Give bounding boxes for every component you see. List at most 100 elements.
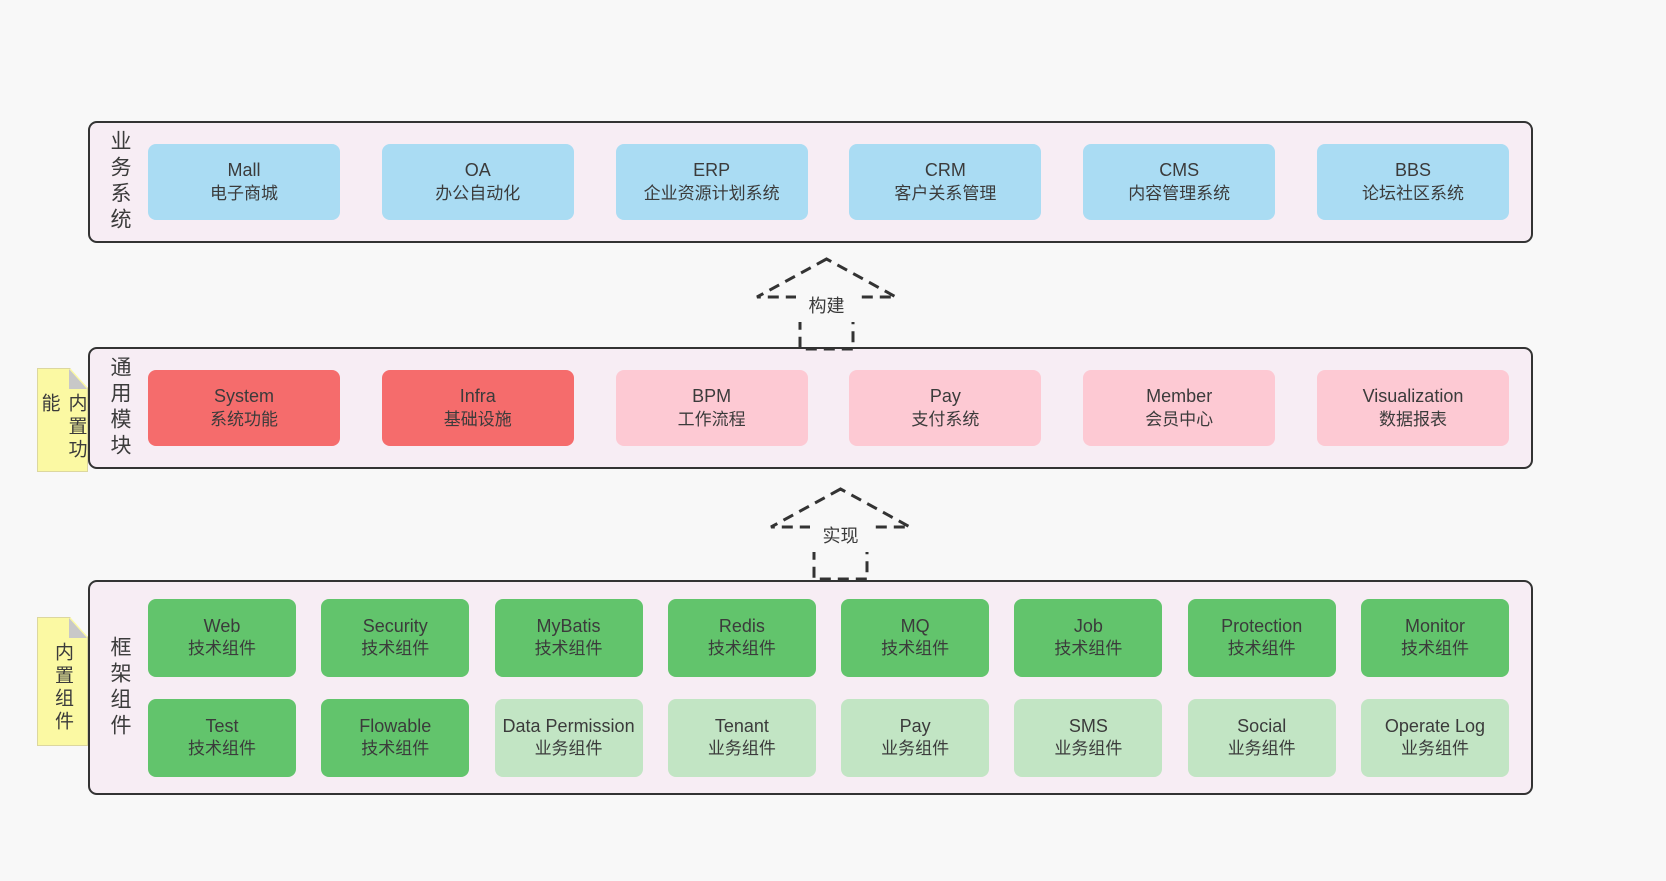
sticky-note-built-in-features: 内置功能 xyxy=(37,368,88,472)
box-subtitle: 技术组件 xyxy=(188,739,256,759)
arrow-label: 构建 xyxy=(809,296,845,316)
folded-corner xyxy=(69,369,87,389)
box-title: BPM xyxy=(692,386,732,407)
box-sms: SMS 业务组件 xyxy=(1014,698,1163,777)
box-subtitle: 办公自动化 xyxy=(435,183,521,203)
box-subtitle: 业务组件 xyxy=(707,739,776,759)
arrow-outline xyxy=(756,257,897,351)
box-title: MyBatis xyxy=(536,615,601,636)
box-subtitle: 工作流程 xyxy=(677,409,746,429)
box-test: Test 技术组件 xyxy=(148,698,296,777)
box-title: Flowable xyxy=(359,715,432,736)
layer-title: 通用模块 xyxy=(108,356,131,460)
layer-title: 框架组件 xyxy=(108,635,131,740)
box-title: Visualization xyxy=(1362,386,1464,407)
box-subtitle: 客户关系管理 xyxy=(894,183,997,203)
box-subtitle: 业务组件 xyxy=(1400,739,1469,759)
box-subtitle: 电子商城 xyxy=(210,183,278,203)
box-title: BBS xyxy=(1394,160,1431,181)
box-title: ERP xyxy=(693,160,731,181)
box-subtitle: 业务组件 xyxy=(881,739,950,759)
box-subtitle: 技术组件 xyxy=(534,639,603,659)
dashed-up-arrow-build: 构建 xyxy=(756,257,897,351)
box-subtitle: 业务组件 xyxy=(1227,739,1296,759)
sticky-note-label: 内置功能 xyxy=(38,393,87,462)
box-subtitle: 技术组件 xyxy=(361,739,430,759)
box-social: Social 业务组件 xyxy=(1187,698,1336,777)
box-subtitle: 内容管理系统 xyxy=(1128,183,1231,203)
box-subtitle: 技术组件 xyxy=(361,639,430,659)
arrow-outline xyxy=(770,487,911,581)
box-redis: Redis 技术组件 xyxy=(667,598,816,677)
box-title: Test xyxy=(205,715,239,736)
box-pay: Pay 业务组件 xyxy=(841,698,990,777)
dashed-up-arrow-implement: 实现 xyxy=(770,487,911,581)
arrow-label-bg xyxy=(810,519,871,552)
sticky-note-built-in-components: 内置组件 xyxy=(37,617,88,746)
box-subtitle: 技术组件 xyxy=(707,639,776,659)
box-subtitle: 数据报表 xyxy=(1378,409,1447,429)
layer-title: 业务系统 xyxy=(108,130,131,234)
box-title: Data Permission xyxy=(502,715,635,736)
box-mybatis: MyBatis 技术组件 xyxy=(494,598,643,677)
box-web: Web 技术组件 xyxy=(148,598,296,677)
box-title: Infra xyxy=(459,386,496,407)
box-title: Mall xyxy=(227,160,261,181)
box-subtitle: 企业资源计划系统 xyxy=(643,183,780,203)
box-title: SMS xyxy=(1068,715,1108,736)
box-title: Tenant xyxy=(714,715,769,736)
box-flowable: Flowable 技术组件 xyxy=(321,698,470,777)
box-tenant: Tenant 业务组件 xyxy=(667,698,816,777)
box-title: Web xyxy=(203,615,241,636)
box-subtitle: 技术组件 xyxy=(1400,639,1469,659)
box-subtitle: 基础设施 xyxy=(443,409,512,429)
sticky-note-label: 内置组件 xyxy=(52,642,73,734)
box-mq: MQ 技术组件 xyxy=(841,598,990,677)
folded-corner xyxy=(69,618,87,638)
box-subtitle: 业务组件 xyxy=(1054,739,1123,759)
box-title: Monitor xyxy=(1404,615,1465,636)
box-title: Operate Log xyxy=(1384,715,1485,736)
box-subtitle: 技术组件 xyxy=(188,639,256,659)
box-monitor: Monitor 技术组件 xyxy=(1360,598,1509,677)
arrow-label: 实现 xyxy=(823,526,859,546)
box-title: Social xyxy=(1237,715,1287,736)
box-subtitle: 技术组件 xyxy=(1054,639,1123,659)
box-subtitle: 技术组件 xyxy=(1227,639,1296,659)
box-title: Pay xyxy=(929,386,961,407)
box-subtitle: 会员中心 xyxy=(1145,409,1214,429)
box-protection: Protection 技术组件 xyxy=(1187,598,1336,677)
box-title: OA xyxy=(464,160,491,181)
arrow-label-bg xyxy=(796,289,857,322)
box-subtitle: 论坛社区系统 xyxy=(1361,183,1464,203)
box-subtitle: 技术组件 xyxy=(881,639,950,659)
box-subtitle: 支付系统 xyxy=(911,409,980,429)
box-title: Pay xyxy=(899,715,931,736)
box-title: System xyxy=(213,386,274,407)
box-title: MQ xyxy=(900,615,930,636)
box-operate-log: Operate Log 业务组件 xyxy=(1360,698,1509,777)
box-title: Redis xyxy=(718,615,765,636)
box-title: Protection xyxy=(1221,615,1303,636)
